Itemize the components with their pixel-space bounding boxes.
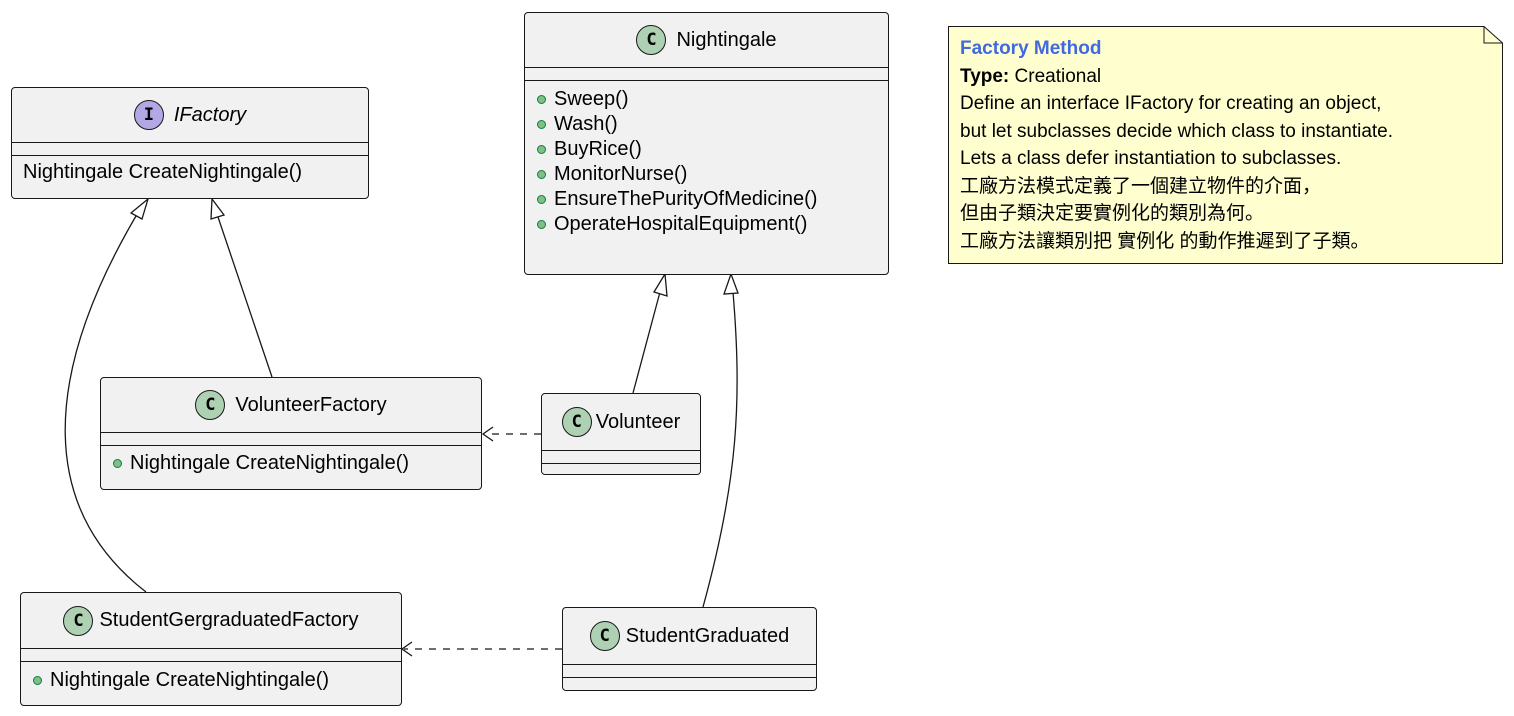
method-item: MonitorNurse()	[537, 162, 888, 187]
methods-separator	[542, 463, 700, 464]
edge-volunteer-factory-to-ifactory	[217, 216, 273, 378]
edge-volunteer-to-nightingale	[632, 291, 661, 394]
class-ifactory[interactable]: I IFactory Nightingale CreateNightingale…	[11, 87, 369, 199]
note-title: Factory Method	[960, 38, 1102, 59]
method-item: Nightingale CreateNightingale()	[33, 668, 401, 693]
attributes-separator	[525, 67, 888, 68]
attributes-section	[12, 143, 368, 155]
class-header: I IFactory	[12, 88, 368, 142]
arrow-head-student-factory	[400, 641, 413, 657]
note-line: but let subclasses decide which class to…	[960, 120, 1394, 142]
edge-student-factory-to-ifactory	[64, 215, 147, 593]
methods-separator	[563, 677, 816, 678]
class-student-graduated[interactable]: C StudentGraduated	[562, 607, 817, 691]
class-header: C Nightingale	[525, 13, 888, 67]
class-name: Volunteer	[595, 410, 681, 433]
note-type-line: Type: Creational	[960, 63, 1393, 91]
public-method-icon	[537, 170, 546, 179]
method-item: Nightingale CreateNightingale()	[113, 451, 481, 476]
public-method-icon	[537, 95, 546, 104]
note-line: 工廠方法模式定義了一個建立物件的介面，	[960, 175, 1322, 197]
methods-separator	[525, 80, 888, 81]
class-name: Nightingale	[676, 28, 777, 51]
public-method-icon	[33, 676, 42, 685]
note-type-value: Creational	[1014, 65, 1102, 87]
methods-section: Nightingale CreateNightingale()	[21, 662, 401, 693]
class-name: VolunteerFactory	[235, 393, 387, 416]
attributes-separator	[12, 142, 368, 143]
class-badge-icon: C	[195, 390, 226, 420]
triangle-head-ifactory-right	[210, 197, 226, 220]
method-item: Sweep()	[537, 87, 888, 112]
note-line: 但由子類決定要實例化的類別為何。	[960, 203, 1265, 224]
attributes-section	[542, 451, 700, 463]
class-badge-icon: C	[63, 605, 94, 636]
class-student-gergraduated-factory[interactable]: C StudentGergraduatedFactory Nightingale…	[20, 592, 402, 706]
class-header: C Volunteer	[542, 394, 700, 450]
note-line: 工廠方法讓類別把 實例化 的動作推遲到了子類。	[960, 230, 1370, 252]
note-shape	[948, 26, 1503, 264]
class-header: C VolunteerFactory	[101, 378, 481, 432]
method-item: Nightingale CreateNightingale()	[23, 161, 303, 183]
class-volunteer[interactable]: C Volunteer	[541, 393, 701, 475]
arrow-head-volunteer-factory	[481, 426, 494, 442]
class-nightingale[interactable]: C Nightingale Sweep() Wash() BuyRice() M…	[524, 12, 889, 275]
methods-section: Nightingale CreateNightingale()	[101, 446, 481, 476]
note-type-label: Type:	[960, 65, 1010, 87]
attributes-section	[101, 433, 481, 445]
attributes-section	[525, 68, 888, 80]
attributes-section	[563, 665, 816, 677]
interface-badge-icon: I	[133, 100, 164, 130]
class-header: C StudentGraduated	[563, 608, 816, 664]
attributes-separator	[101, 432, 481, 433]
triangle-head-nightingale-right	[723, 272, 739, 295]
triangle-head-nightingale-left	[653, 271, 668, 297]
public-method-icon	[537, 120, 546, 129]
methods-separator	[101, 445, 481, 446]
edge-student-graduated-to-nightingale	[702, 291, 738, 608]
attributes-separator	[542, 450, 700, 451]
public-method-icon	[537, 145, 546, 154]
public-method-icon	[113, 459, 122, 468]
attributes-section	[21, 649, 401, 661]
class-name: StudentGergraduatedFactory	[99, 609, 359, 631]
public-method-icon	[537, 195, 546, 204]
method-item: Wash()	[537, 112, 888, 137]
triangle-head-ifactory-left	[129, 197, 150, 220]
public-method-icon	[537, 220, 546, 229]
methods-separator	[12, 155, 368, 156]
note-line: Define an interface IFactory for creatin…	[960, 93, 1382, 114]
class-badge-icon: C	[636, 25, 667, 55]
class-badge-icon: C	[589, 621, 620, 651]
attributes-separator	[563, 664, 816, 665]
method-item: EnsureThePurityOfMedicine()	[537, 187, 888, 212]
class-badge-icon: C	[561, 407, 592, 437]
note-line: Lets a class defer instantiation to subc…	[960, 148, 1342, 169]
methods-section: Nightingale CreateNightingale()	[12, 156, 368, 185]
methods-separator	[21, 661, 401, 662]
class-header: C StudentGergraduatedFactory	[21, 593, 401, 648]
attributes-separator	[21, 648, 401, 649]
note-body: Factory Method Type: Creational Define a…	[960, 35, 1393, 255]
class-volunteer-factory[interactable]: C VolunteerFactory Nightingale CreateNig…	[100, 377, 482, 490]
class-name: StudentGraduated	[625, 624, 790, 647]
method-item: OperateHospitalEquipment()	[537, 212, 888, 237]
pattern-note: Factory Method Type: Creational Define a…	[948, 26, 1503, 264]
methods-section: Sweep() Wash() BuyRice() MonitorNurse() …	[525, 81, 888, 237]
method-item: BuyRice()	[537, 137, 888, 162]
class-name: IFactory	[173, 103, 247, 126]
